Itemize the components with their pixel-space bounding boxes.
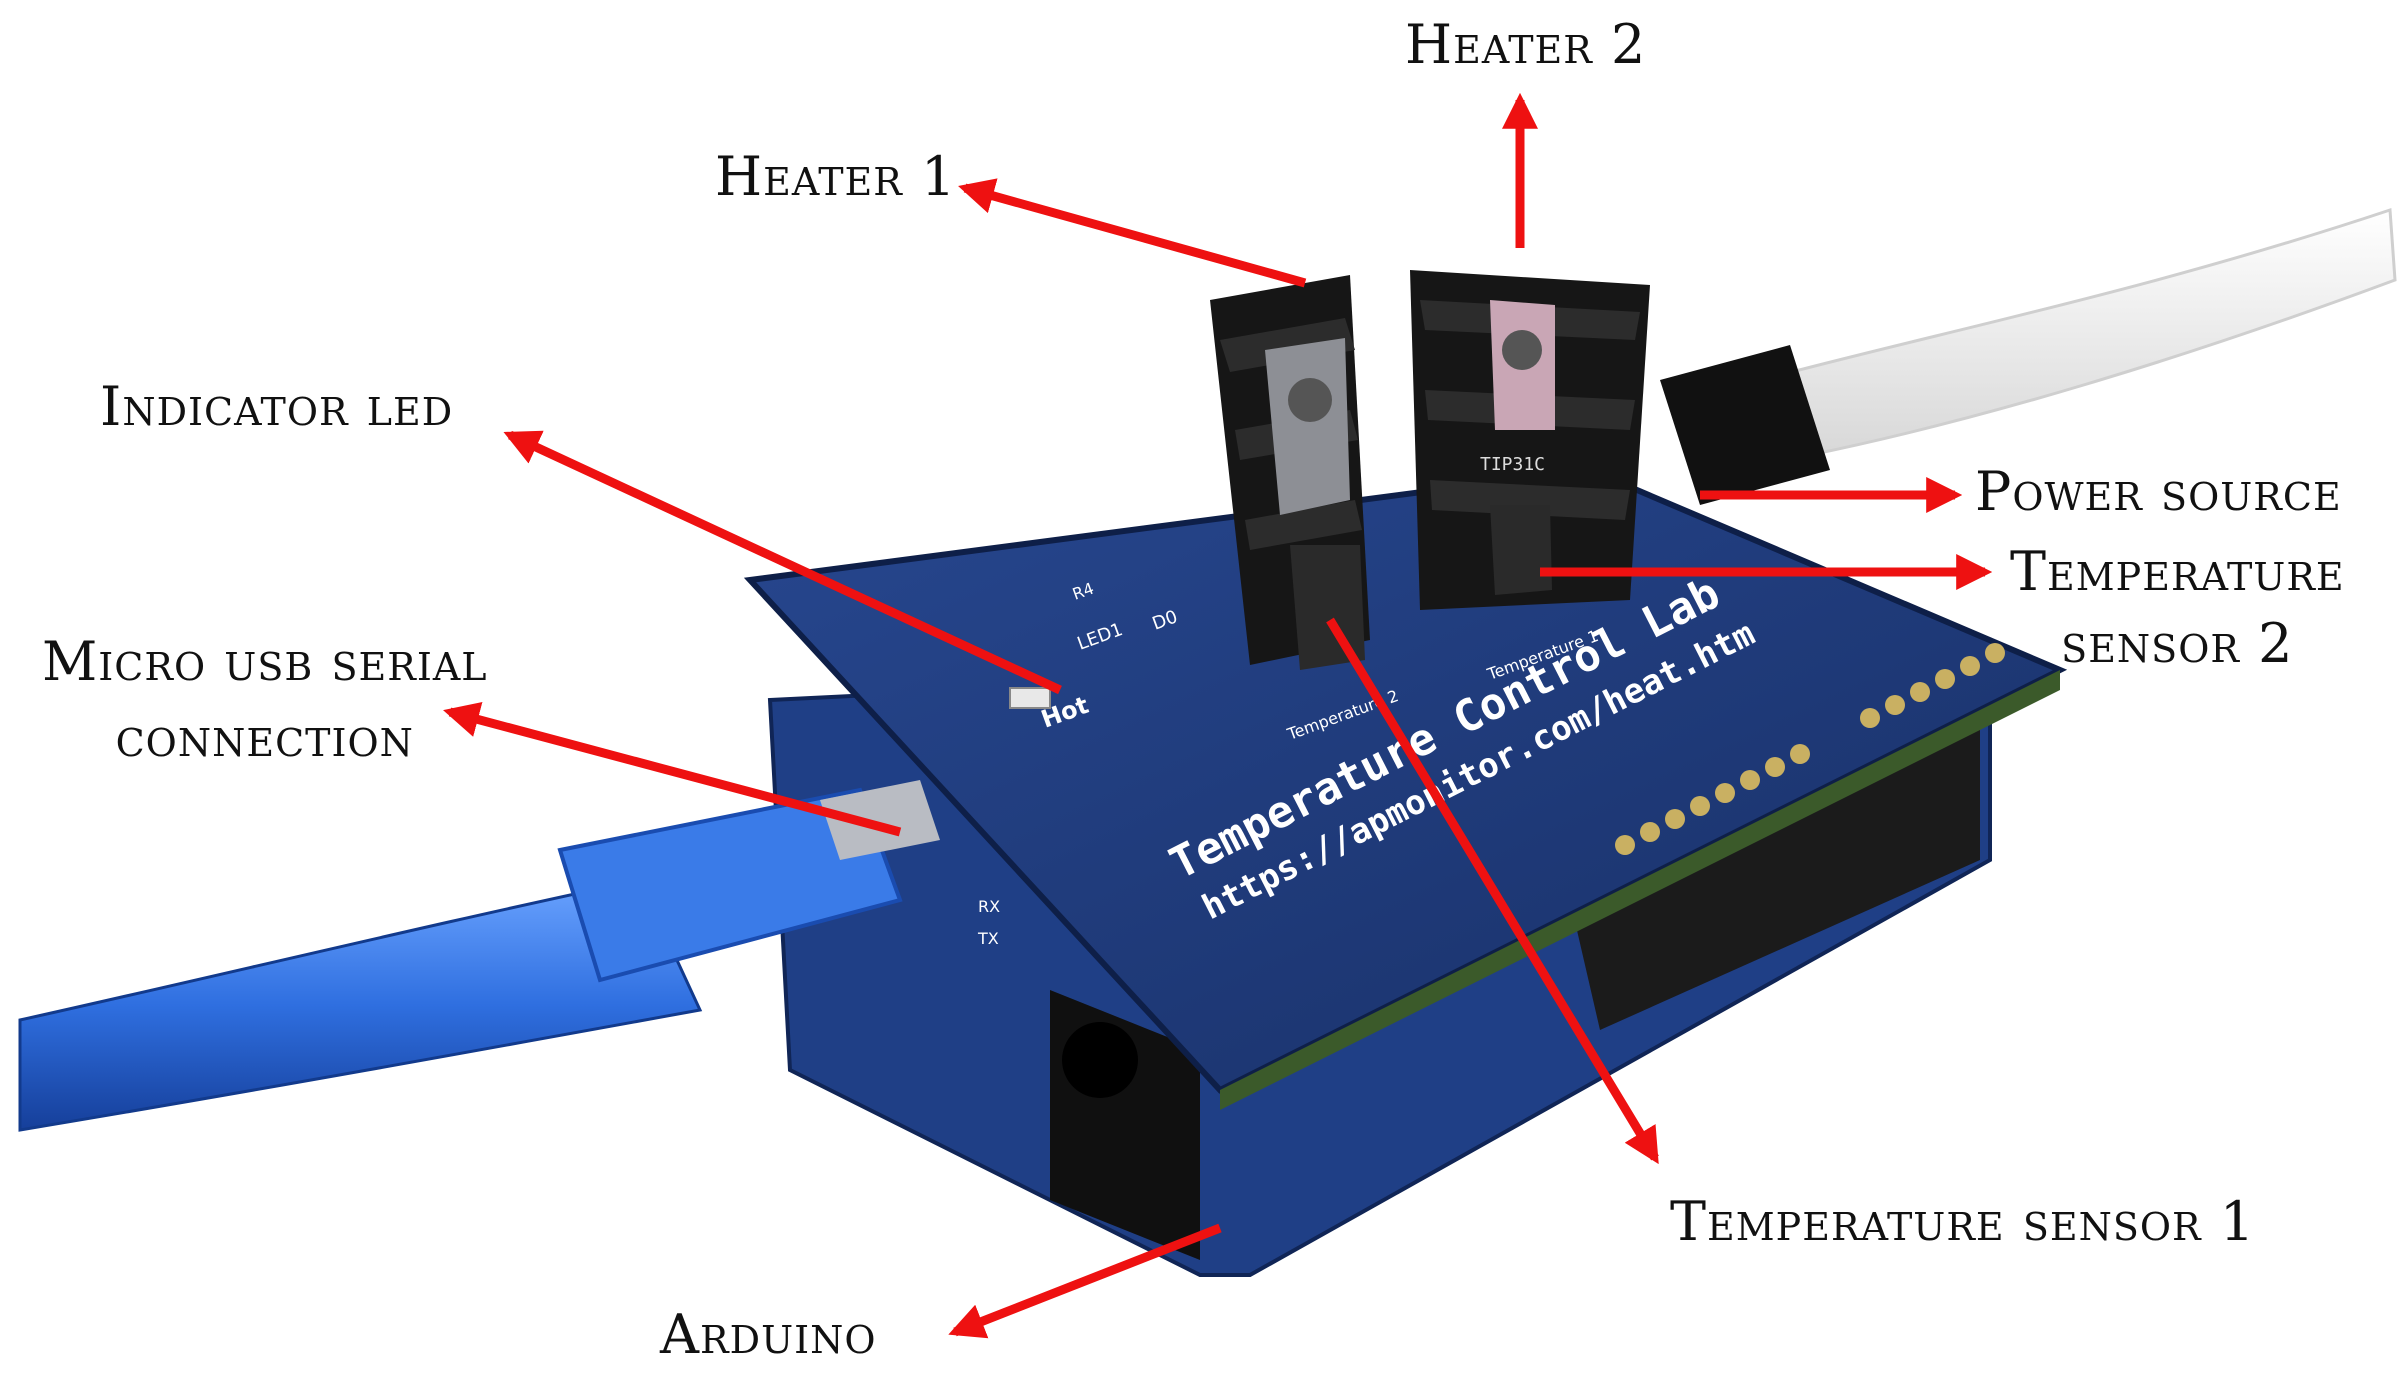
white-power-cable (1778, 207, 2397, 457)
tip31c-label: TIP31C (1480, 454, 1545, 475)
label-temperature-sensor-2-line2: sensor 2 (2061, 612, 2294, 675)
callout-arrows (443, 92, 1993, 1339)
label-temperature-sensor-2: Temperature sensor 2 (2010, 545, 2345, 671)
indicator-led (1009, 687, 1051, 709)
usb-cable (18, 878, 703, 1132)
label-micro-usb-line1: Micro usb serial (42, 630, 488, 693)
heater-2: TIP31C (1410, 270, 1650, 610)
usb-plug (557, 787, 903, 983)
temperature-sensor-2 (1490, 505, 1552, 595)
arrow-heater-1 (958, 178, 1307, 288)
arrow-arduino (948, 1223, 1222, 1339)
label-temperature-sensor-1: Temperature sensor 1 (1670, 1190, 2256, 1253)
header-pins (1615, 643, 2005, 855)
device-illustration: Temperature Control Lab https://apmonito… (18, 207, 2397, 1277)
arrow-indicator-led (503, 430, 1062, 695)
arrow-temperature-sensor-1 (1326, 617, 1659, 1165)
arduino-headers (1570, 720, 1980, 1030)
label-arduino: Arduino (660, 1303, 877, 1366)
label-heater-2: Heater 2 (1405, 13, 1647, 76)
power-jack (1660, 345, 1830, 505)
label-indicator-led: Indicator led (100, 375, 454, 438)
board-tx-label: TX (977, 929, 999, 948)
arrow-micro-usb (443, 702, 902, 837)
label-heater-1: Heater 1 (715, 145, 957, 208)
label-temperature-sensor-2-line1: Temperature (2010, 540, 2345, 603)
label-micro-usb-line2: connection (115, 706, 414, 769)
label-micro-usb: Micro usb serial connection (42, 635, 488, 765)
label-power-source: Power source (1975, 460, 2342, 523)
usb-connector (820, 780, 940, 860)
board-rx-label: RX (978, 897, 1000, 916)
